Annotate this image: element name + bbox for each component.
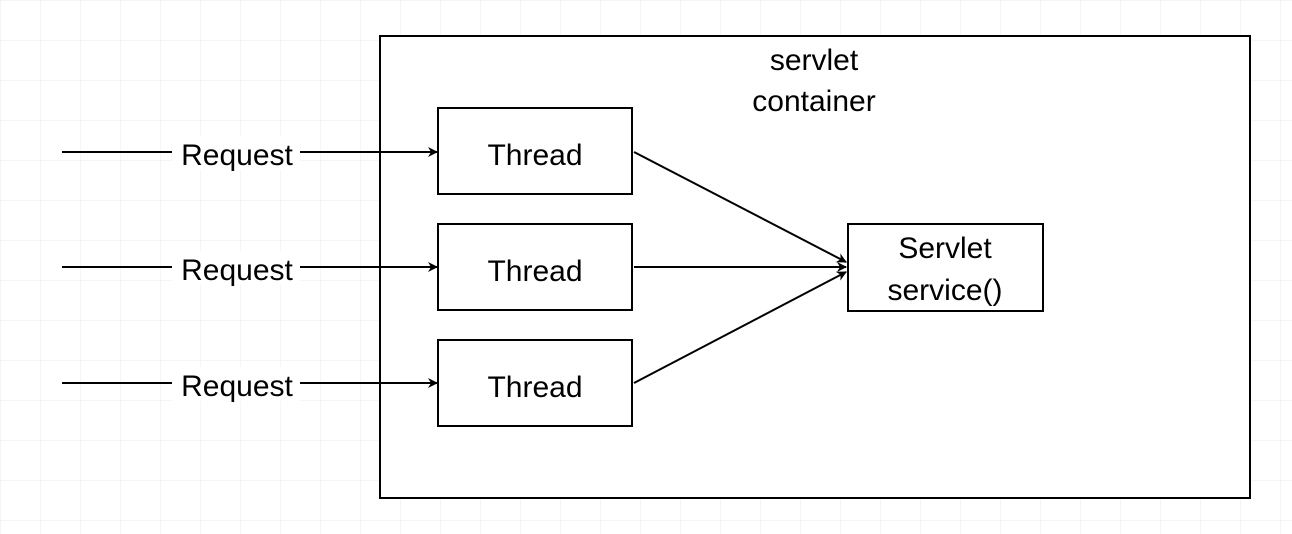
container-label-line2: container xyxy=(752,85,875,118)
thread-label: Thread xyxy=(487,371,582,404)
thread-box xyxy=(437,339,633,427)
connector-thread1-servlet[interactable] xyxy=(633,151,847,263)
thread-2[interactable]: Thread xyxy=(437,223,633,311)
request-label-bg xyxy=(172,136,300,170)
thread-label: Thread xyxy=(487,255,582,288)
servlet-node[interactable]: Servlet service() xyxy=(847,223,1044,312)
thread-label: Thread xyxy=(487,139,582,172)
servlet-box xyxy=(847,223,1044,312)
request-label: Request xyxy=(181,139,293,172)
request-label: Request xyxy=(181,370,293,403)
thread-3[interactable]: Thread xyxy=(437,339,633,427)
thread-box xyxy=(437,107,633,195)
connector-thread3-servlet[interactable] xyxy=(633,271,847,384)
thread-box xyxy=(437,223,633,311)
request-label-bg xyxy=(172,251,300,285)
container-label-line1: servlet xyxy=(770,44,859,77)
request-label: Request xyxy=(181,254,293,287)
servlet-label-line2: service() xyxy=(887,274,1002,307)
request-2[interactable]: Request xyxy=(62,251,438,287)
request-1[interactable]: Request xyxy=(62,136,438,172)
request-3[interactable]: Request xyxy=(62,367,438,403)
thread-1[interactable]: Thread xyxy=(437,107,633,195)
servlet-label-line1: Servlet xyxy=(898,232,992,265)
request-label-bg xyxy=(172,367,300,401)
